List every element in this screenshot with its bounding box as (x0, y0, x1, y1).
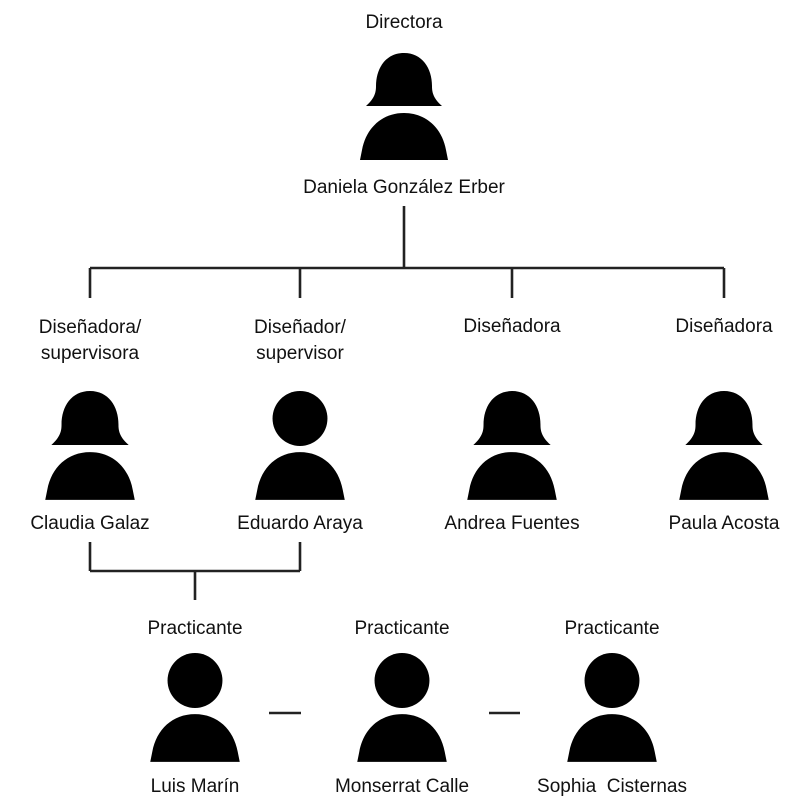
intern-role: Practicante (147, 618, 243, 639)
level2-role: Diseñadora (675, 316, 773, 337)
intern-role: Practicante (354, 618, 450, 639)
level2-name: Claudia Galaz (30, 513, 150, 534)
intern-role: Practicante (564, 618, 660, 639)
level2-role: Diseñadora/ supervisora (38, 317, 142, 364)
director-female-person-icon (360, 50, 448, 168)
intern-name: Sophia Cisternas (537, 776, 687, 797)
female-person-icon (45, 388, 135, 508)
level2-name: Eduardo Araya (237, 513, 363, 534)
male-person-icon (567, 650, 657, 770)
director-role: Directora (365, 12, 443, 33)
director-name: Daniela González Erber (303, 177, 505, 198)
level2-role: Diseñador/ supervisor (254, 317, 346, 364)
level2-name: Paula Acosta (668, 513, 780, 534)
male-person-icon (255, 388, 345, 508)
level2-name: Andrea Fuentes (444, 513, 580, 534)
male-person-icon (357, 650, 447, 770)
intern-name: Luis Marín (150, 776, 240, 797)
male-person-icon (150, 650, 240, 770)
female-person-icon (467, 388, 557, 508)
intern-name: Monserrat Calle (334, 776, 470, 797)
female-person-icon (679, 388, 769, 508)
level2-role: Diseñadora (463, 316, 561, 337)
